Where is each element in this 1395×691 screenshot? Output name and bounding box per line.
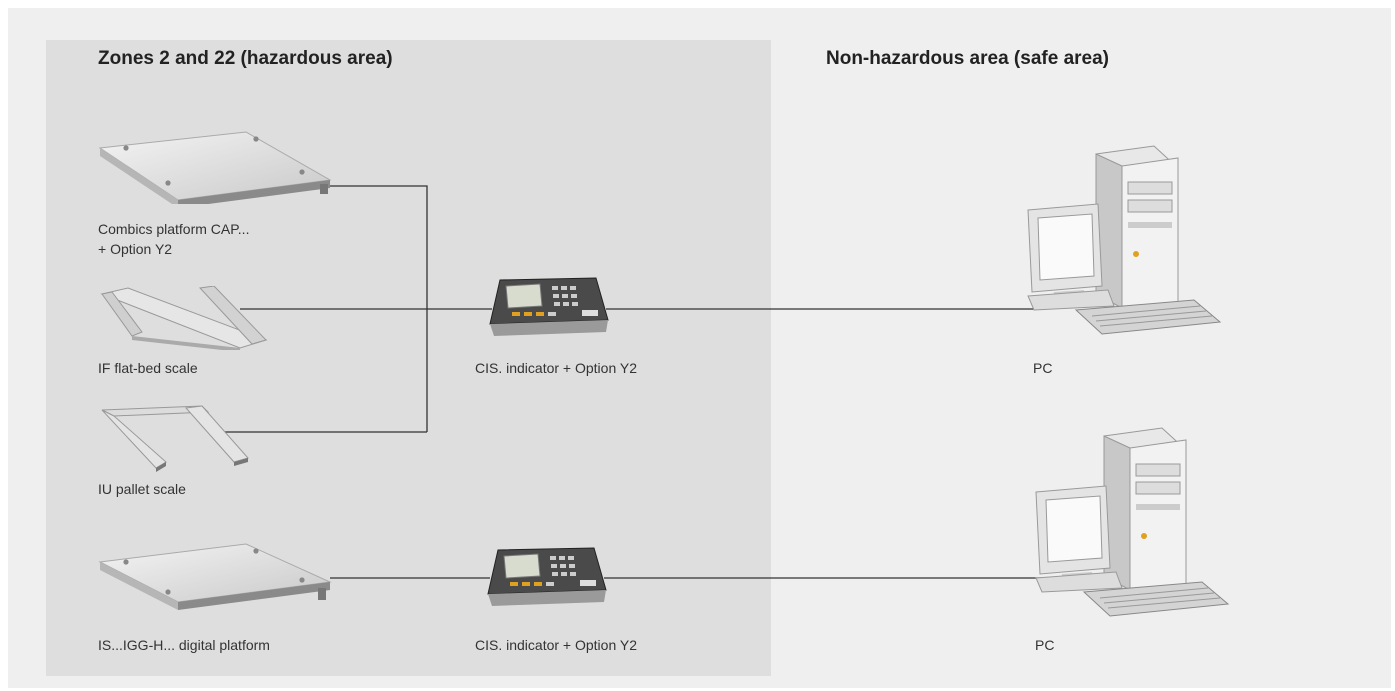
iu-pallet-label: IU pallet scale xyxy=(98,481,186,497)
desktop-pc-icon xyxy=(1035,427,1230,617)
combics-platform-model: Combics platform CAP... xyxy=(98,221,250,237)
indicator-terminal-icon xyxy=(487,547,607,606)
pc-top-label: PC xyxy=(1033,360,1053,376)
indicator-top-label: CIS. indicator + Option Y2 xyxy=(475,360,637,376)
weighing-platform-icon xyxy=(98,131,332,204)
if-flatbed-label: IF flat-bed scale xyxy=(98,360,198,376)
indicator-bottom-label: CIS. indicator + Option Y2 xyxy=(475,637,637,653)
flat-bed-scale-icon xyxy=(100,286,268,350)
indicator-terminal-icon xyxy=(489,277,609,336)
safe-area-title: Non-hazardous area (safe area) xyxy=(826,48,1109,69)
hazardous-area-title: Zones 2 and 22 (hazardous area) xyxy=(98,48,393,69)
combics-platform-label: Combics platform CAP... + Option Y2 xyxy=(98,219,249,259)
desktop-pc-icon xyxy=(1027,145,1222,335)
is-igg-platform-label: IS...IGG-H... digital platform xyxy=(98,637,270,653)
pallet-scale-icon xyxy=(101,405,249,472)
pc-bottom-label: PC xyxy=(1035,637,1055,653)
wire-combics-to-bus xyxy=(330,185,428,432)
combics-platform-option: + Option Y2 xyxy=(98,241,173,257)
weighing-platform-icon xyxy=(98,543,332,610)
